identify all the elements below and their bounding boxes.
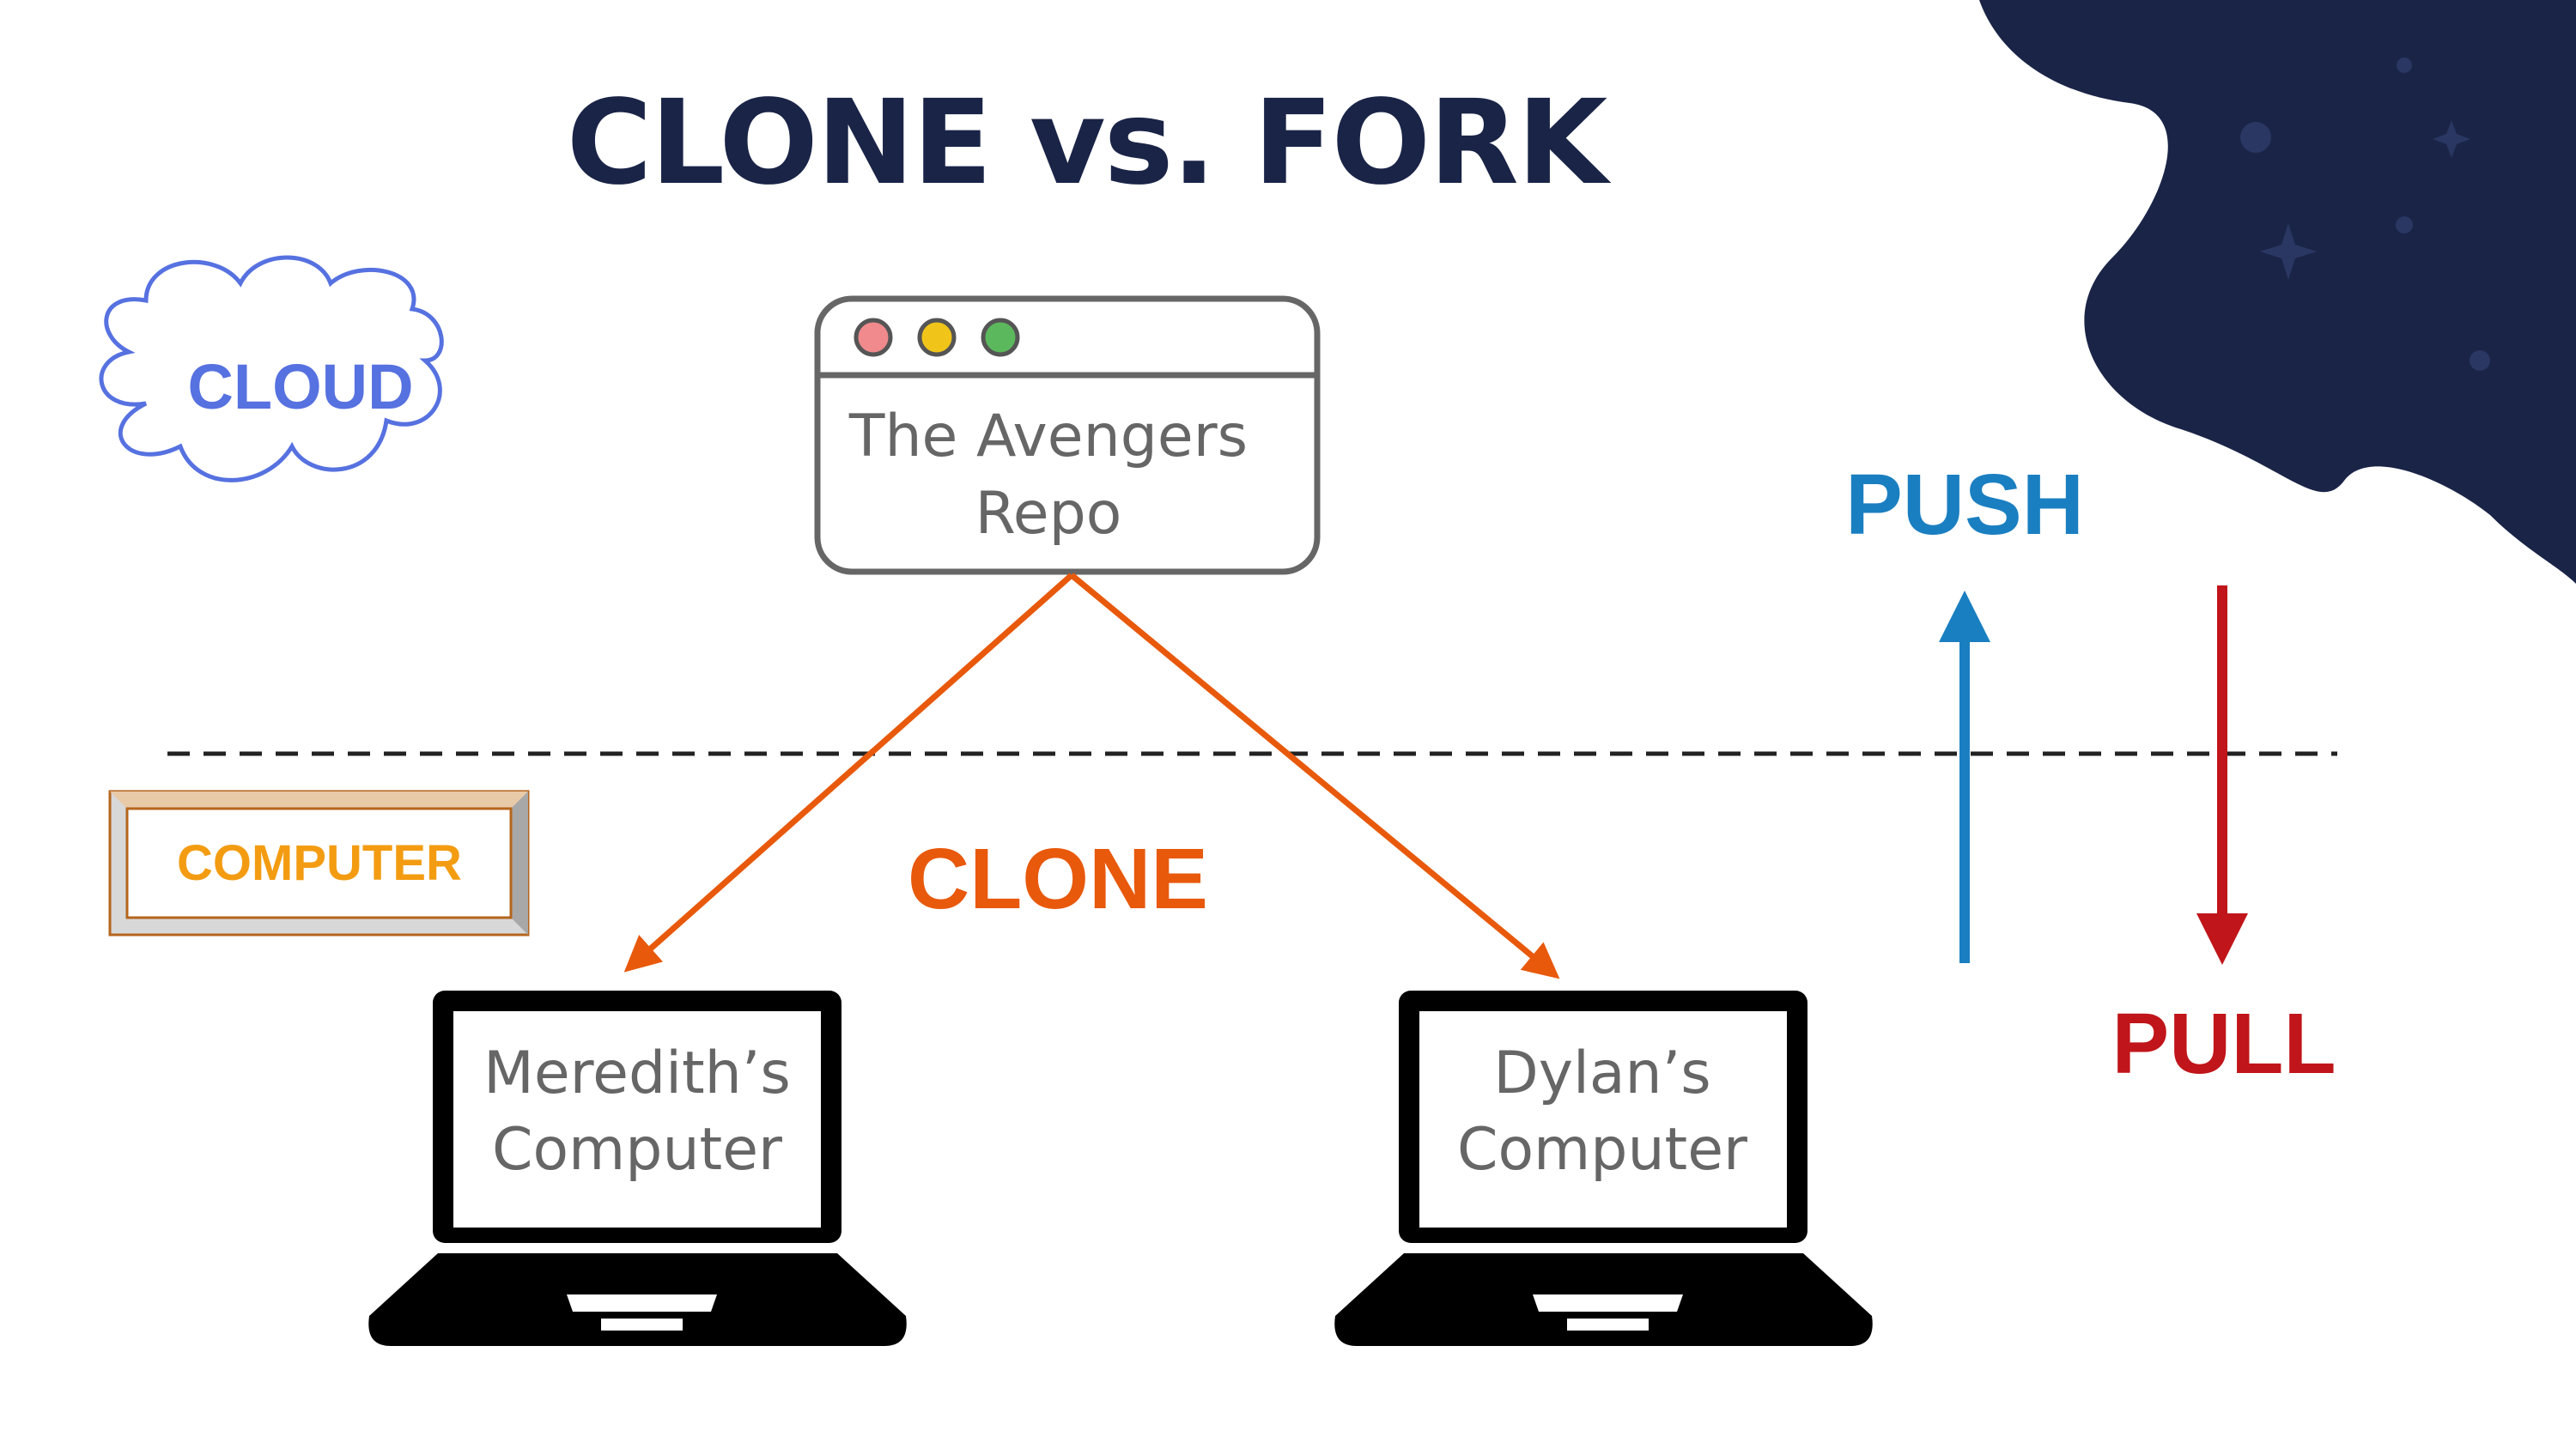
- push-label: PUSH: [1845, 457, 2084, 553]
- clone-arrow-left: [623, 573, 1074, 973]
- space-blob-decoration: [1979, 0, 2576, 584]
- star-dot-icon: [2397, 58, 2412, 73]
- window-minimize-dot-icon: [917, 318, 957, 357]
- sparkle-icon: [2433, 120, 2470, 158]
- laptop-dylan: Dylan’s Computer: [1334, 991, 1873, 1346]
- clone-label: CLONE: [908, 831, 1208, 927]
- star-dot-icon: [2470, 350, 2490, 371]
- laptop-label-line1: Dylan’s: [1493, 1040, 1710, 1107]
- computer-badge: COMPUTER: [108, 790, 530, 937]
- repo-name-line1: The Avengers: [848, 403, 1248, 470]
- star-dot-icon: [2396, 216, 2413, 233]
- pull-label: PULL: [2111, 996, 2336, 1092]
- star-dot-icon: [2240, 122, 2271, 153]
- laptop-label-line2: Computer: [1457, 1116, 1747, 1184]
- computer-label: COMPUTER: [177, 835, 462, 891]
- cloud-icon: [99, 255, 444, 482]
- cloud-badge: CLOUD: [99, 255, 444, 482]
- repo-window: The Avengers Repo: [814, 295, 1321, 575]
- page-title: CLONE vs. FORK: [567, 76, 1612, 211]
- laptop-label-line2: Computer: [492, 1116, 782, 1184]
- repo-name-line2: Repo: [975, 480, 1122, 548]
- cloud-label: CLOUD: [187, 351, 413, 422]
- laptop-meredith: Meredith’s Computer: [368, 991, 907, 1346]
- sparkle-icon: [2260, 223, 2317, 280]
- clone-arrow-right: [1069, 573, 1560, 979]
- laptop-label-line1: Meredith’s: [483, 1040, 791, 1107]
- window-close-dot-icon: [854, 318, 893, 357]
- window-maximize-dot-icon: [981, 318, 1020, 357]
